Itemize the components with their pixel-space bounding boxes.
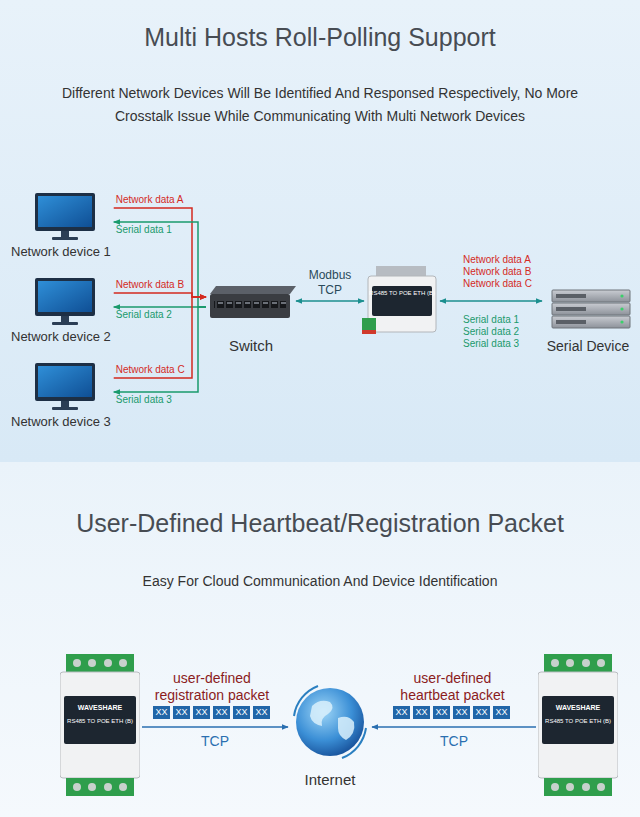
connector — [114, 307, 206, 392]
subtitle: Different Network Devices Will Be Identi… — [40, 82, 600, 128]
subtitle: Easy For Cloud Communication And Device … — [0, 573, 640, 590]
bottom-ground — [0, 462, 640, 817]
packet-byte: XX — [173, 706, 190, 719]
signal-label: Serial data 2 — [463, 326, 519, 338]
signal-label: Network data C — [463, 278, 532, 290]
signal-label: Network data A — [463, 254, 531, 266]
packet-byte: XX — [233, 706, 250, 719]
converter: WAVESHARE RS485 TO POE ETH (B) — [58, 652, 142, 798]
connector-label: Serial data 1 — [116, 224, 172, 236]
connector-label: Network data A — [116, 194, 184, 206]
device-label: Internet — [305, 771, 356, 788]
packet-byte: XX — [193, 706, 210, 719]
device-print: RS485 TO POE ETH (B) — [369, 290, 435, 297]
switch: Switch — [206, 282, 296, 354]
device-icon — [538, 654, 618, 796]
signal-label: Serial data 3 — [463, 338, 519, 350]
packet-byte: XX — [453, 706, 470, 719]
network-device: Network device 1 — [8, 190, 114, 260]
page-title: Multi Hosts Roll-Polling Support — [0, 22, 640, 52]
device-print: WAVESHARE — [556, 704, 601, 712]
globe-icon — [294, 686, 366, 758]
packet-byte: XX — [433, 706, 450, 719]
packet-byte: XX — [473, 706, 490, 719]
device-label: Serial Device — [547, 338, 629, 354]
connector — [372, 726, 536, 728]
server-icon — [552, 290, 630, 328]
device-label: Network device 2 — [11, 330, 111, 345]
connector-label: Serial data 2 — [116, 309, 172, 321]
monitor-icon — [35, 278, 95, 325]
packet-label: user-defined heartbeat packet — [385, 670, 520, 704]
connector-label: Network data C — [116, 364, 185, 376]
connector-label: TCP — [440, 733, 468, 750]
top-ground — [0, 0, 640, 462]
converter-icon — [362, 266, 436, 334]
network-device: Network device 3 — [8, 360, 114, 430]
connector-label: Serial data 3 — [116, 394, 172, 406]
connector-label: Network data B — [116, 279, 184, 291]
packet-byte: XX — [213, 706, 230, 719]
switch-icon — [210, 286, 296, 318]
signal-label: Serial data 1 — [463, 314, 519, 326]
monitor-icon — [35, 193, 95, 240]
packet-label: user-defined registration packet — [142, 670, 282, 704]
connector — [142, 726, 288, 728]
monitor-icon — [35, 363, 95, 410]
packet-byte: XX — [253, 706, 270, 719]
connector — [114, 222, 206, 307]
packet-byte: XX — [393, 706, 410, 719]
converter: WAVESHARE RS485 TO POE ETH (B) — [536, 652, 620, 798]
device-print: WAVESHARE — [78, 704, 123, 712]
connector-label: Modbus TCP — [302, 268, 358, 297]
section-title: User-Defined Heartbeat/Registration Pack… — [0, 508, 640, 538]
device-label: Switch — [229, 337, 273, 354]
packet-byte: XX — [413, 706, 430, 719]
connector — [296, 300, 364, 302]
signal-label: Network data B — [463, 266, 531, 278]
device-icon — [60, 654, 140, 796]
internet-globe: Internet — [288, 684, 372, 788]
connector-label: TCP — [201, 733, 229, 750]
converter: RS485 TO POE ETH (B) — [364, 263, 440, 337]
connector — [114, 297, 206, 378]
device-label: Network device 3 — [11, 415, 111, 430]
device-label: Network device 1 — [11, 245, 111, 260]
serial-device: Serial Device — [542, 286, 634, 354]
network-device: Network device 2 — [8, 275, 114, 345]
device-print: RS485 TO POE ETH (B) — [67, 718, 133, 725]
packet-byte: XX — [153, 706, 170, 719]
device-print: RS485 TO POE ETH (B) — [545, 718, 611, 725]
packet-byte: XX — [493, 706, 510, 719]
connector — [440, 300, 542, 302]
